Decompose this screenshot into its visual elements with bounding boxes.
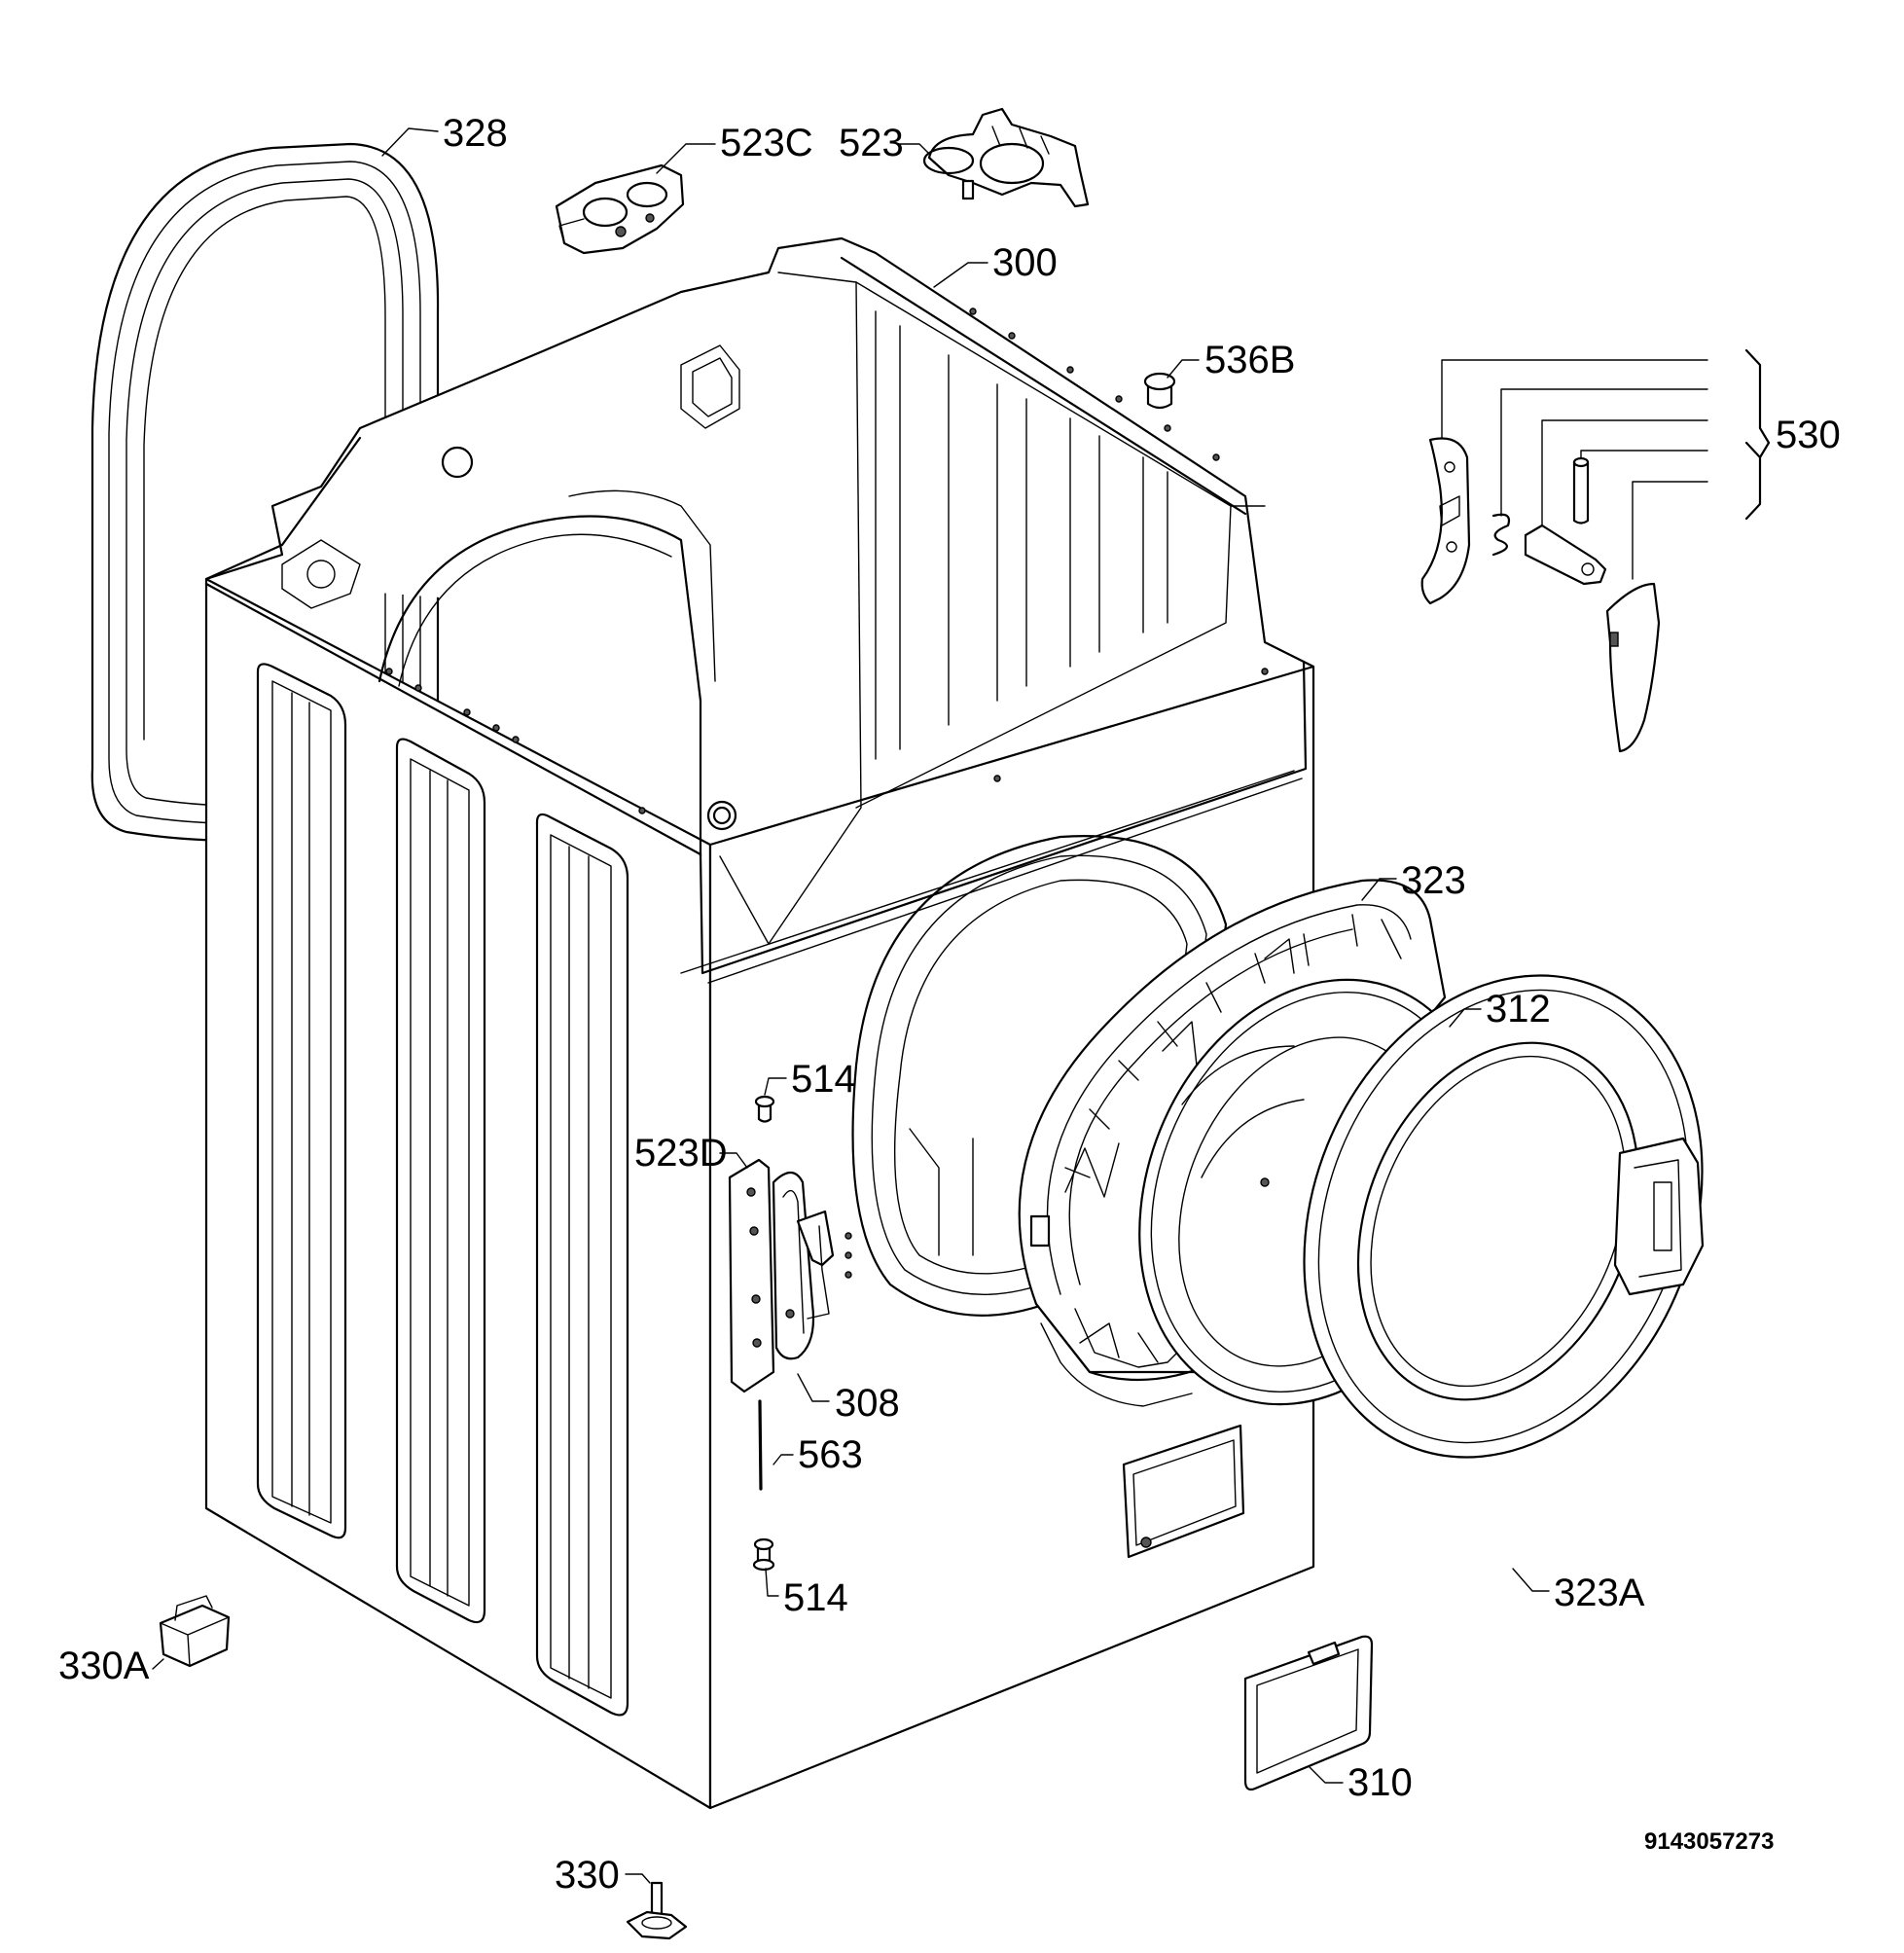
label-308: 308 [835,1382,900,1425]
part-530-handle-assembly [1420,348,1771,753]
label-530: 530 [1776,414,1841,456]
part-300-cabinet [204,236,1315,1810]
part-330A-foot-cap [159,1595,231,1668]
label-323A: 323A [1554,1572,1645,1614]
label-312: 312 [1486,988,1551,1031]
leader-lines [152,127,1550,1884]
label-514-bottom: 514 [783,1576,848,1619]
part-323A-outer-door [1303,974,1705,1459]
label-328: 328 [443,112,508,155]
part-514-pin-bottom [752,1537,775,1572]
label-330: 330 [555,1854,620,1897]
part-536B-plug [1143,372,1176,410]
part-523C-bracket [555,163,685,255]
label-514-top: 514 [791,1058,856,1101]
label-323: 323 [1401,859,1466,902]
part-labels: 328 523C 523 300 536B 530 323 312 514 52… [58,112,1841,1897]
part-514-pin-top [754,1095,775,1123]
label-300: 300 [992,241,1058,284]
part-308-hinge [772,1171,835,1360]
label-523C: 523C [720,122,813,164]
part-330-foot [626,1881,688,1940]
label-330A: 330A [58,1645,150,1687]
label-536B: 536B [1204,339,1295,381]
label-523D: 523D [634,1132,728,1175]
part-523-bracket [922,107,1090,208]
label-523: 523 [839,122,904,164]
drawing-code: 9143057273 [1644,1828,1774,1855]
label-310: 310 [1347,1761,1413,1804]
part-310-service-flap [1243,1635,1374,1791]
rim-holes [385,307,1269,814]
part-523D-hinge-plate [728,1158,775,1393]
part-563-rod [758,1399,763,1491]
label-563: 563 [798,1433,863,1476]
